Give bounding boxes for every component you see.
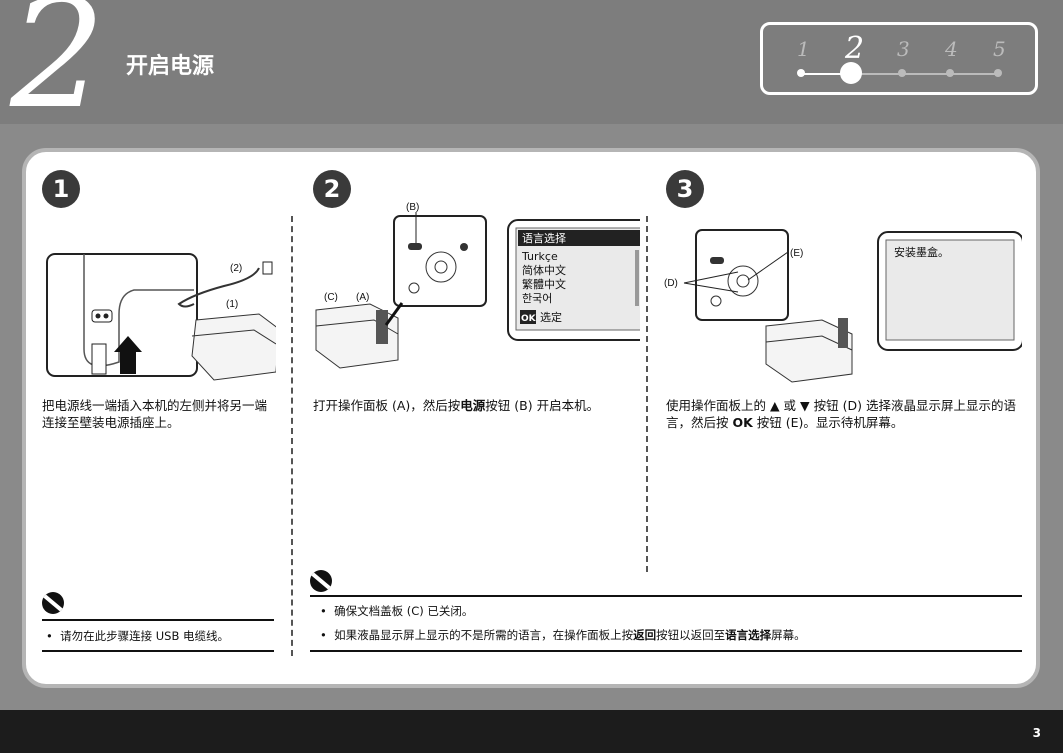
- step-1-text: 把电源线一端插入本机的左侧并将另一端连接至壁装电源插座上。: [42, 398, 268, 430]
- note-right-1: • 确保文档盖板 (C) 已关闭。: [320, 604, 474, 618]
- step-number: 2: [10, 0, 106, 142]
- label-e: (E): [790, 248, 803, 259]
- label-1: (1): [226, 299, 238, 310]
- footer-bar: 3: [0, 710, 1063, 753]
- content-panel: 1 (2) (1) 把电源线一端插入本机的左侧并将另一端连接至壁装电源插座上。 …: [22, 148, 1040, 688]
- progress-indicator: 1 2 3 4 5: [760, 22, 1038, 95]
- note-left: • 请勿在此步骤连接 USB 电缆线。: [46, 629, 230, 643]
- label-c: (C): [324, 292, 338, 303]
- lcd-item-4: 한국어: [522, 292, 552, 305]
- label-2: (2): [230, 263, 242, 274]
- page-number: 3: [1032, 726, 1041, 740]
- note-rule-top-left: [42, 619, 274, 621]
- progress-step-1: 1: [797, 37, 810, 61]
- progress-dot-4: [946, 69, 954, 77]
- progress-line: [843, 73, 998, 75]
- lcd-message: 安装墨盒。: [894, 245, 949, 259]
- progress-step-2: 2: [845, 31, 865, 66]
- step-2-text: 打开操作面板 (A)，然后按电源按钮 (B) 开启本机。: [313, 398, 600, 413]
- progress-step-4: 4: [945, 37, 958, 61]
- progress-dot-current: [840, 62, 862, 84]
- language-select-illustration: (E) (D) 安装墨盒。: [664, 229, 1022, 383]
- power-cord-illustration: (2) (1): [46, 253, 276, 381]
- step-3-badge: 3: [666, 170, 704, 208]
- lcd-ok-key: OK: [521, 314, 537, 324]
- step-2-badge: 2: [313, 170, 351, 208]
- caution-icon: [42, 592, 64, 614]
- divider-1: [291, 216, 293, 656]
- step-1-badge: 1: [42, 170, 80, 208]
- step-3-text: 使用操作面板上的 ▲ 或 ▼ 按钮 (D) 选择液晶显示屏上显示的语言，然后按 …: [666, 398, 1016, 430]
- progress-step-5: 5: [993, 37, 1006, 61]
- lcd-item-1: Turkçe: [521, 250, 558, 263]
- header-band: 2 开启电源 1 2 3 4 5: [0, 0, 1063, 130]
- note-rule-bottom-right: [310, 650, 1022, 652]
- lcd-item-3: 繁體中文: [522, 277, 566, 291]
- label-a: (A): [356, 292, 369, 303]
- progress-dot-3: [898, 69, 906, 77]
- lcd-title: 语言选择: [522, 231, 566, 245]
- label-b: (B): [406, 202, 419, 213]
- progress-step-3: 3: [897, 37, 910, 61]
- operation-panel-illustration: (B) (C) (A) 语言选择 Turkçe 简体中文 繁體中文 한국어 OK…: [315, 202, 640, 369]
- note-rule-bottom-left: [42, 650, 274, 652]
- divider-2: [646, 216, 648, 572]
- lcd-select: 选定: [540, 310, 562, 324]
- progress-dot-1: [797, 69, 805, 77]
- caution-icon: [310, 570, 332, 592]
- lcd-item-2: 简体中文: [522, 263, 566, 277]
- note-right-2: • 如果液晶显示屏上显示的不是所需的语言，在操作面板上按返回按钮以返回至语言选择…: [320, 628, 806, 642]
- note-rule-top-right: [310, 595, 1022, 597]
- page-title: 开启电源: [126, 54, 215, 79]
- progress-dot-5: [994, 69, 1002, 77]
- label-d: (D): [664, 278, 678, 289]
